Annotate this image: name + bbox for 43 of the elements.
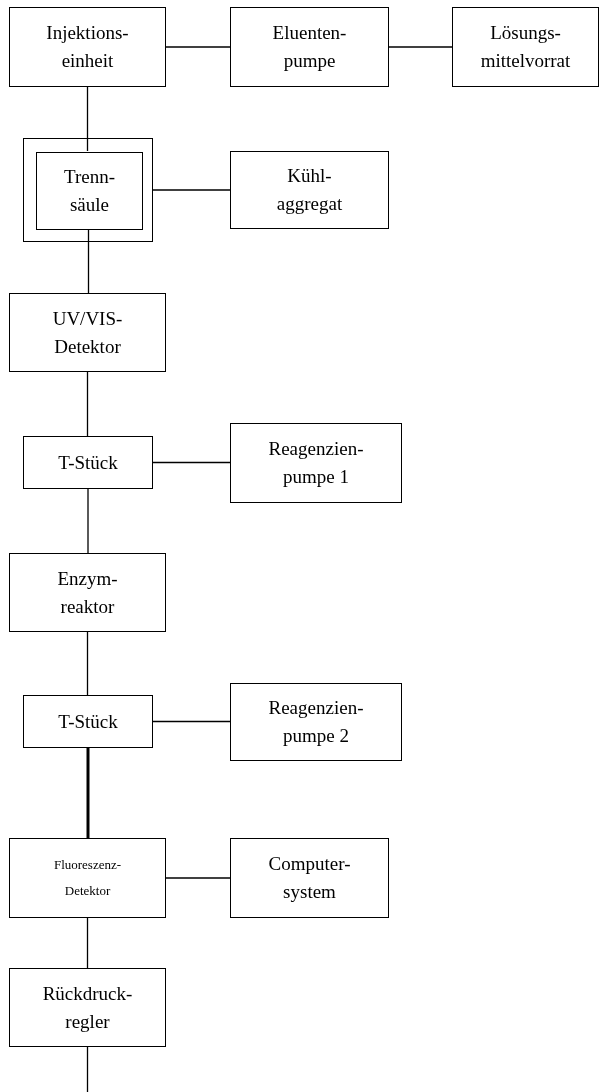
connector-line [87, 228, 90, 294]
component-label: Reagenzien- pumpe 1 [267, 437, 365, 489]
connector-line [86, 748, 90, 838]
component-box [9, 968, 166, 1047]
component-box [23, 436, 153, 489]
component-label: Eluenten- pumpe [271, 21, 348, 73]
component-box [9, 293, 166, 372]
component-label: Rückdruck- regler [41, 981, 134, 1034]
connector-line [86, 371, 89, 437]
connector-line [388, 46, 453, 48]
component-box [230, 7, 389, 87]
connector-line [152, 720, 231, 723]
connector-line [152, 189, 231, 191]
component-label: Kühl- aggregat [275, 164, 344, 216]
connector-line [86, 917, 89, 969]
component-box [36, 152, 143, 230]
component-label: Reagenzien- pumpe 2 [267, 696, 365, 748]
component-box [230, 423, 402, 503]
component-label: Injektions- einheit [45, 21, 130, 73]
component-label: Enzym- reaktor [56, 566, 119, 619]
connector-line [165, 46, 231, 48]
connector-line [86, 1046, 89, 1092]
connector-line [165, 877, 231, 879]
component-label: T-Stück [58, 450, 118, 475]
component-label: T-Stück [58, 709, 118, 734]
component-label: Lösungs- mittelvorrat [479, 21, 572, 73]
component-box [9, 7, 166, 87]
connector-line [86, 86, 89, 152]
component-box [9, 838, 166, 918]
component-label: Fluoreszenz- Detektor [52, 856, 123, 900]
connector-line [86, 631, 89, 696]
connector-line [87, 488, 89, 554]
component-box [230, 151, 389, 229]
component-label: UV/VIS- Detektor [51, 306, 124, 359]
component-box [23, 695, 153, 748]
component-box [452, 7, 599, 87]
component-box [230, 838, 389, 918]
housing-box [23, 138, 153, 242]
component-box [230, 683, 402, 761]
component-box [9, 553, 166, 632]
component-label: Trenn- säule [63, 165, 116, 217]
connector-line [152, 461, 231, 464]
component-label: Computer- system [267, 852, 352, 904]
